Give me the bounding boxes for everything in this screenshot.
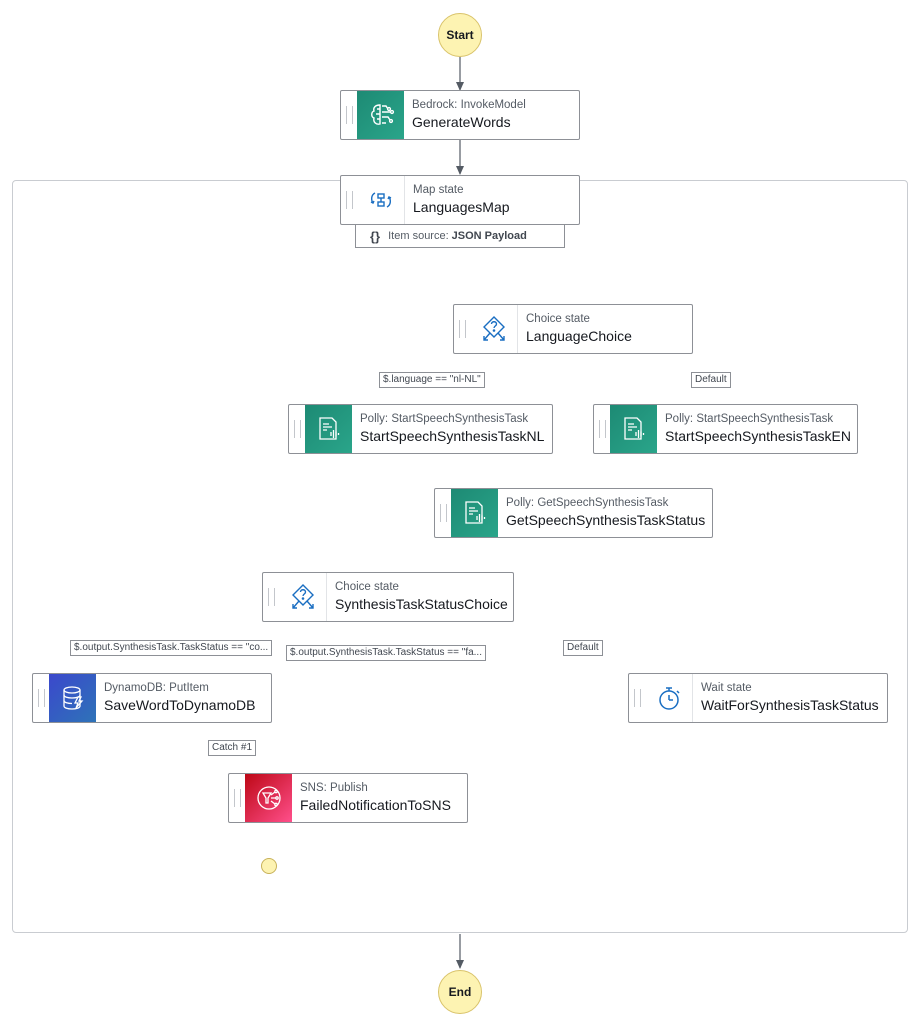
state-type: Map state — [413, 184, 464, 196]
choice-state-icon — [470, 305, 518, 353]
state-name: FailedNotificationToSNS — [300, 797, 451, 813]
drag-handle[interactable] — [435, 489, 451, 537]
state-name: SaveWordToDynamoDB — [104, 697, 256, 713]
drag-handle[interactable] — [229, 774, 245, 822]
edge-label-status-default: Default — [563, 640, 603, 656]
state-name: StartSpeechSynthesisTaskNL — [360, 428, 545, 444]
polly-icon — [451, 489, 498, 537]
state-name: SynthesisTaskStatusChoice — [335, 596, 508, 612]
state-type: Bedrock: InvokeModel — [412, 99, 526, 111]
merge-node — [261, 858, 277, 874]
state-type: Choice state — [526, 313, 590, 325]
state-type: Polly: GetSpeechSynthesisTask — [506, 497, 669, 509]
end-label: End — [448, 985, 472, 999]
state-type: SNS: Publish — [300, 782, 368, 794]
drag-handle[interactable] — [341, 176, 357, 224]
state-name: GetSpeechSynthesisTaskStatus — [506, 512, 706, 528]
state-type: DynamoDB: PutItem — [104, 682, 209, 694]
state-wait-for-synthesis[interactable]: Wait state WaitForSynthesisTaskStatus — [628, 673, 888, 723]
state-type: Choice state — [335, 581, 399, 593]
state-type: Wait state — [701, 682, 752, 694]
map-state-icon — [357, 176, 405, 224]
dynamodb-icon — [49, 674, 96, 722]
state-polly-nl[interactable]: Polly: StartSpeechSynthesisTask StartSpe… — [288, 404, 553, 454]
drag-handle[interactable] — [289, 405, 305, 453]
drag-handle[interactable] — [341, 91, 357, 139]
state-name: WaitForSynthesisTaskStatus — [701, 697, 879, 713]
item-source-prefix: Item source: — [388, 230, 449, 242]
braces-icon: {} — [370, 228, 381, 244]
state-name: LanguageChoice — [526, 328, 632, 344]
polly-icon — [610, 405, 657, 453]
item-source-value: JSON Payload — [451, 230, 527, 242]
state-name: StartSpeechSynthesisTaskEN — [665, 428, 851, 444]
choice-state-icon — [279, 573, 327, 621]
state-synthesis-status-choice[interactable]: Choice state SynthesisTaskStatusChoice — [262, 572, 514, 622]
start-node[interactable]: Start — [438, 13, 482, 57]
start-label: Start — [446, 28, 474, 42]
state-failed-notification-sns[interactable]: SNS: Publish FailedNotificationToSNS — [228, 773, 468, 823]
state-generate-words[interactable]: Bedrock: InvokeModel GenerateWords — [340, 90, 580, 140]
edge-label-catch: Catch #1 — [208, 740, 257, 756]
state-polly-en[interactable]: Polly: StartSpeechSynthesisTask StartSpe… — [593, 404, 858, 454]
edge-label-status-failed: $.output.SynthesisTask.TaskStatus == "fa… — [286, 645, 486, 661]
edge-label-language-nl: $.language == "nl-NL" — [379, 372, 485, 388]
edge-label-language-default: Default — [691, 372, 731, 388]
sns-icon — [245, 774, 292, 822]
polly-icon — [305, 405, 352, 453]
drag-handle[interactable] — [454, 305, 470, 353]
state-get-synthesis-status[interactable]: Polly: GetSpeechSynthesisTask GetSpeechS… — [434, 488, 713, 538]
edge-label-status-completed: $.output.SynthesisTask.TaskStatus == "co… — [70, 640, 273, 656]
state-name: LanguagesMap — [413, 199, 510, 215]
state-name: GenerateWords — [412, 114, 511, 130]
state-languages-map[interactable]: Map state LanguagesMap — [340, 175, 580, 225]
end-node[interactable]: End — [438, 970, 482, 1014]
drag-handle[interactable] — [629, 674, 645, 722]
drag-handle[interactable] — [263, 573, 279, 621]
stopwatch-icon — [645, 674, 693, 722]
item-source-bar: {} Item source: JSON Payload — [355, 224, 565, 248]
state-language-choice[interactable]: Choice state LanguageChoice — [453, 304, 693, 354]
drag-handle[interactable] — [33, 674, 49, 722]
drag-handle[interactable] — [594, 405, 610, 453]
state-type: Polly: StartSpeechSynthesisTask — [665, 413, 834, 425]
state-save-word-dynamodb[interactable]: DynamoDB: PutItem SaveWordToDynamoDB — [32, 673, 272, 723]
bedrock-brain-icon — [357, 91, 404, 139]
state-type: Polly: StartSpeechSynthesisTask — [360, 413, 529, 425]
